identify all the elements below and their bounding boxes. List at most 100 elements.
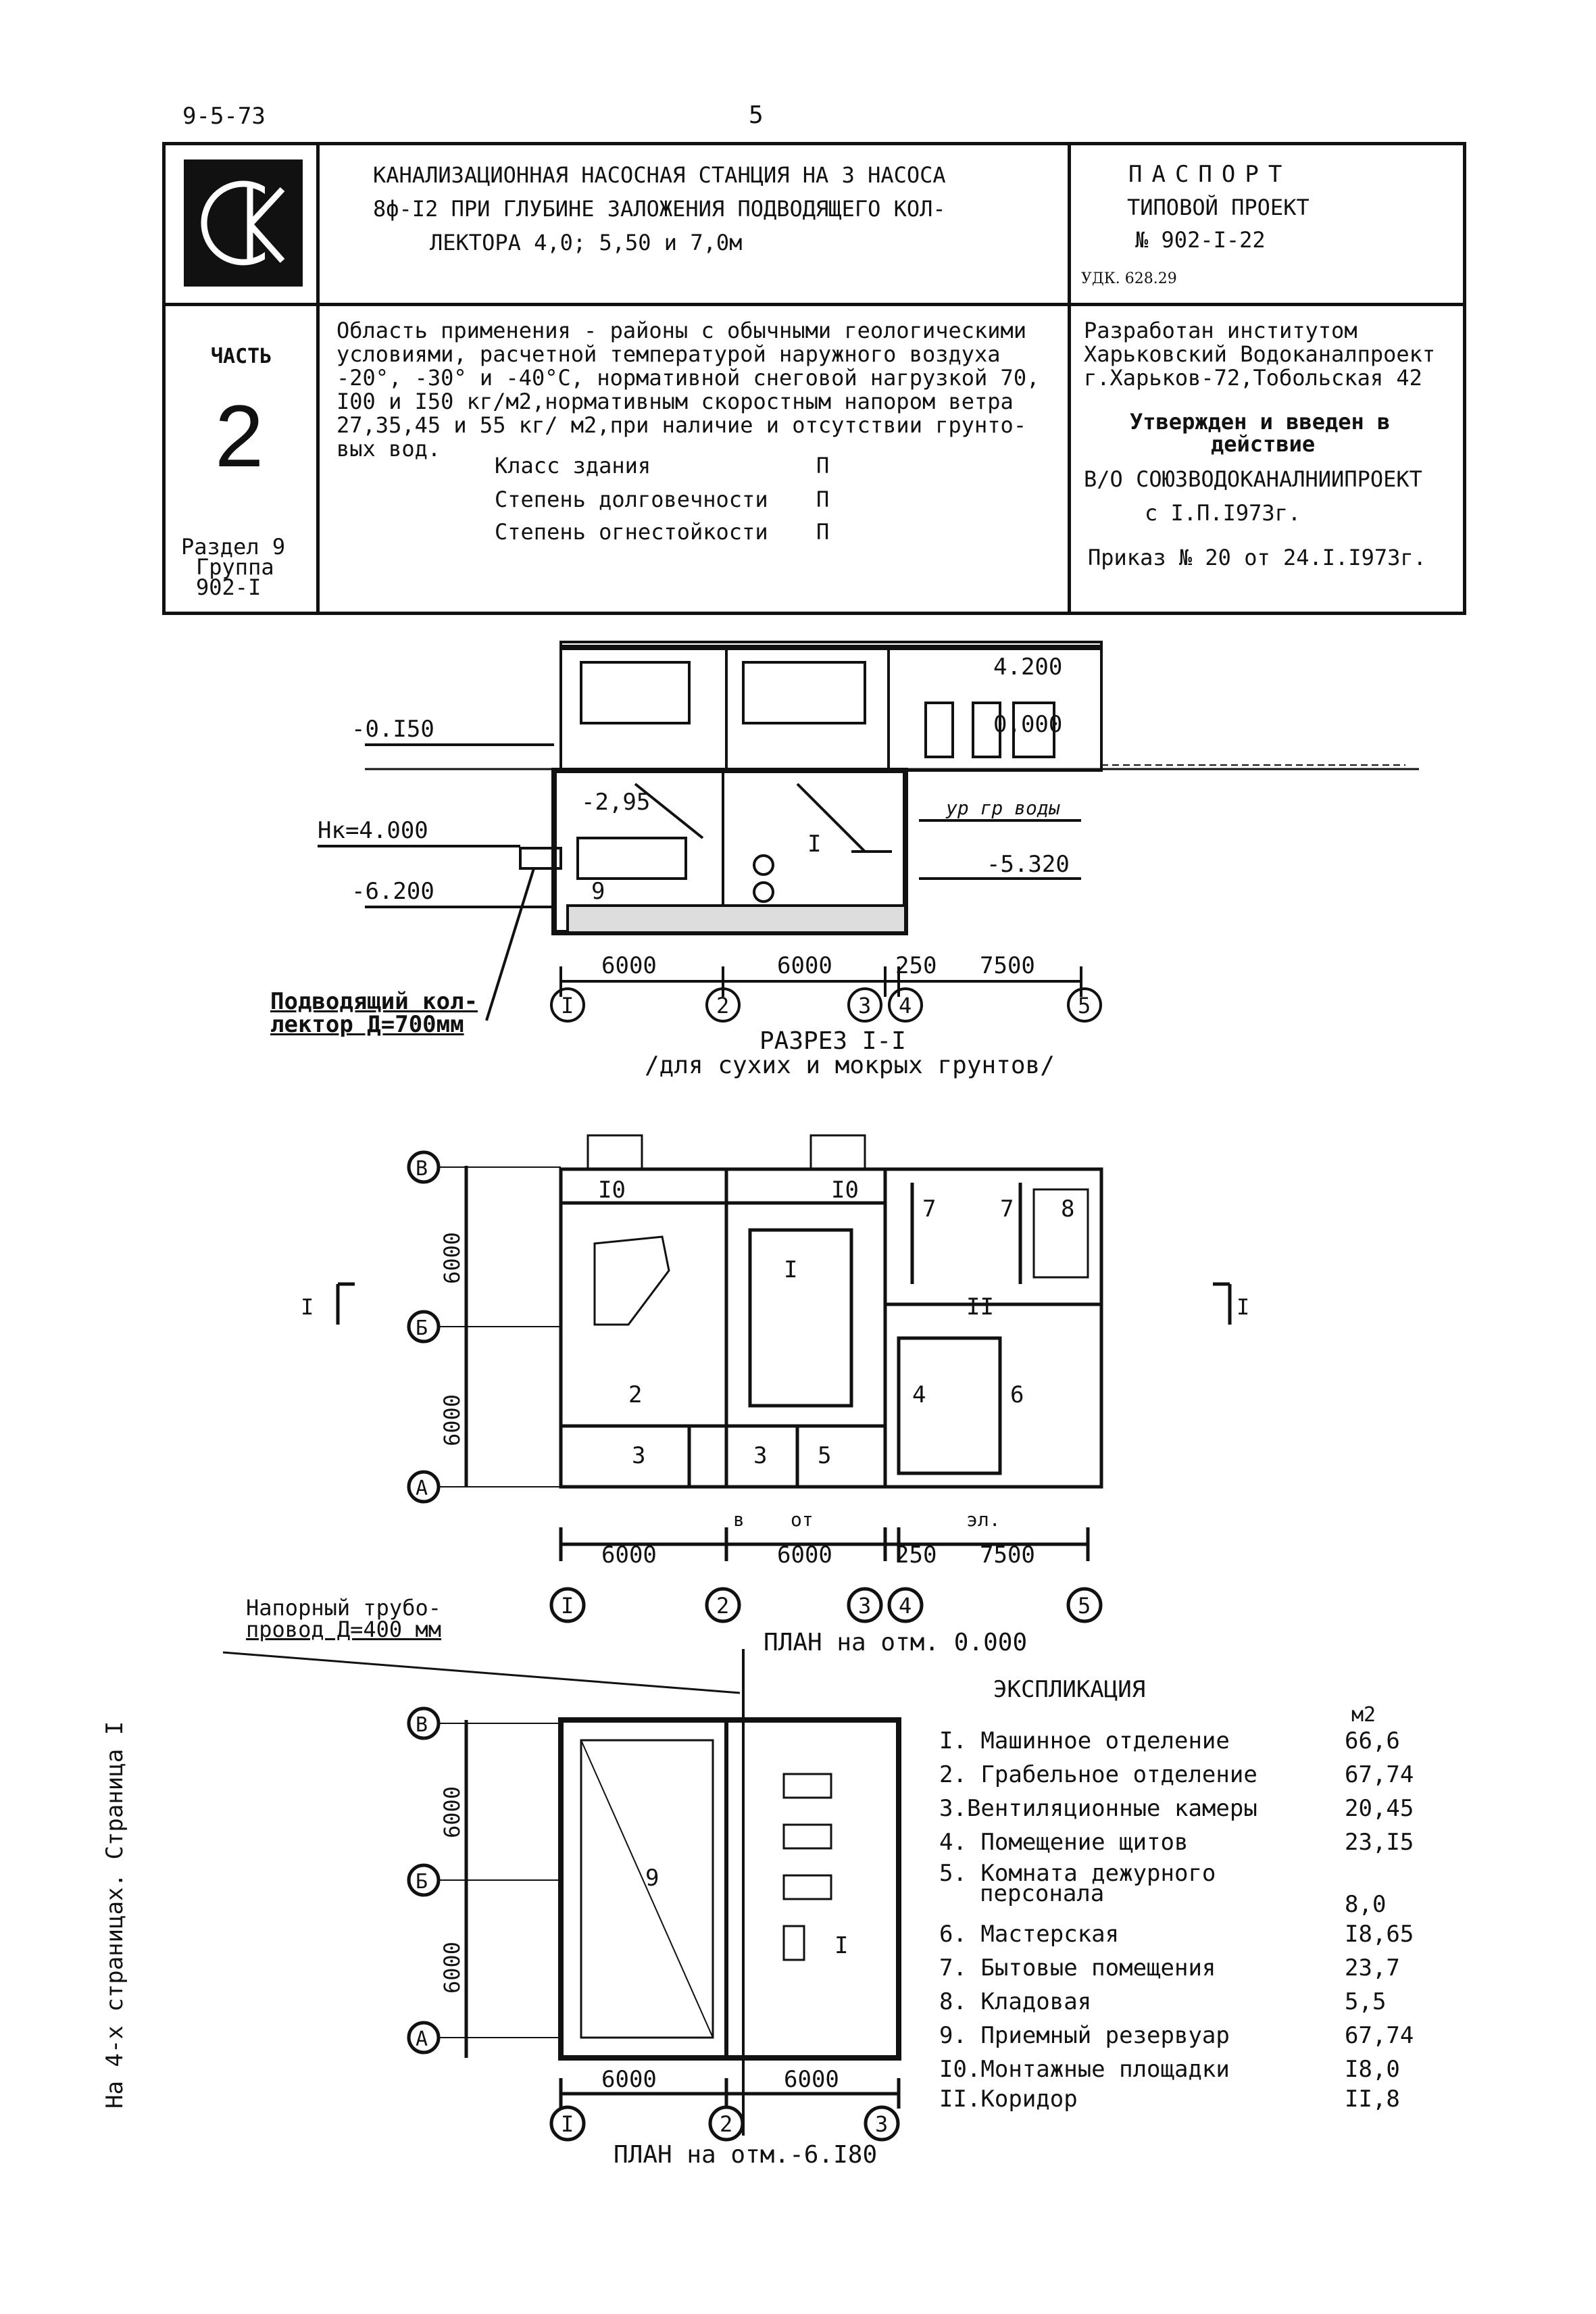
application-line-5: 27,35,45 и 55 кг/ м2,при наличие и отсут… xyxy=(336,412,1027,438)
project-number: № 902-I-22 xyxy=(1135,227,1266,253)
plan-dim-3: 250 xyxy=(895,1542,937,1569)
application-line-1: Область применения - районы с обычными г… xyxy=(336,318,1027,343)
lower-axis-row-v: В xyxy=(416,1713,428,1737)
room-4: 4 xyxy=(912,1381,926,1408)
application-line-2: условиями, расчетной температурой наружн… xyxy=(336,341,1001,367)
axis-row-v: В xyxy=(416,1157,428,1181)
section-axis-5: 5 xyxy=(1078,993,1091,1018)
level-4200: 4.200 xyxy=(993,654,1062,681)
section-subtitle: /для сухих и мокрых грунтов/ xyxy=(645,1052,1055,1079)
room-3-b: 3 xyxy=(753,1442,767,1469)
section-label: Раздел 9 xyxy=(181,534,286,560)
room-1: I xyxy=(784,1256,797,1283)
explication-title: ЭКСПЛИКАЦИЯ xyxy=(993,1676,1146,1703)
udk-code: УДК. 628.29 xyxy=(1081,270,1177,287)
approved-line-2: действие xyxy=(1211,431,1316,457)
axis-row-a: А xyxy=(416,1477,428,1500)
level-minus-0150: -0.I50 xyxy=(351,716,434,743)
plan-vdim-2: 6000 xyxy=(439,1394,465,1446)
room-8: 8 xyxy=(1061,1196,1074,1223)
explication-row: 5. Комната дежурного xyxy=(939,1860,1216,1887)
plan-axis-2: 2 xyxy=(716,1593,729,1619)
developer-line-3: г.Харьков-72,Тобольская 42 xyxy=(1084,365,1422,391)
approved-org: В/О СОЮЗВОДОКАНАЛНИИПРОЕКТ xyxy=(1084,466,1422,492)
entry-label-ot: от xyxy=(791,1508,814,1531)
plan-dim-1: 6000 xyxy=(601,1542,657,1569)
plan-axis-3: 3 xyxy=(858,1593,871,1619)
plan-dim-2: 6000 xyxy=(777,1542,832,1569)
section-dim-2: 6000 xyxy=(777,952,832,979)
lower-room-9: 9 xyxy=(645,1865,659,1892)
entry-label-el: эл. xyxy=(966,1508,1001,1531)
lower-axis-2: 2 xyxy=(720,2111,732,2137)
fire-label: Степень огнестойкости xyxy=(495,519,768,545)
plan-vdim-1: 6000 xyxy=(439,1232,465,1284)
approved-line-1: Утвержден и введен в xyxy=(1130,409,1391,435)
plan-dim-4: 7500 xyxy=(980,1542,1035,1569)
project-type: ТИПОВОЙ ПРОЕКТ xyxy=(1127,195,1310,220)
section-axis-2: 2 xyxy=(716,993,729,1018)
section-dim-4: 7500 xyxy=(980,952,1035,979)
lower-vdim-1: 6000 xyxy=(439,1786,465,1838)
section-axis-4: 4 xyxy=(899,993,912,1018)
room-7-a: 7 xyxy=(922,1196,936,1223)
title-line-1: КАНАЛИЗАЦИОННАЯ НАСОСНАЯ СТАНЦИЯ НА 3 НА… xyxy=(373,162,946,188)
logo xyxy=(184,159,303,287)
collector-note-line2: лектор Д=700мм xyxy=(270,1011,464,1038)
section-axis-3: 3 xyxy=(858,993,871,1018)
section-room-9: 9 xyxy=(591,878,605,905)
level-0000: 0.000 xyxy=(993,711,1062,738)
level-minus-6200: -6.200 xyxy=(351,878,434,905)
application-line-4: I00 и I50 кг/м2,нормативным скоростным н… xyxy=(336,389,1014,414)
group-number: 902-I xyxy=(196,574,261,600)
section-mark-left: I xyxy=(301,1294,314,1320)
level-minus-5320: -5.320 xyxy=(987,851,1070,878)
groundwater-label: ур гр воды xyxy=(945,797,1060,819)
plan-top-title: ПЛАН на отм. 0.000 xyxy=(764,1629,1028,1656)
collector-note-line1: Подводящий кол- xyxy=(270,988,478,1015)
room-5: 5 xyxy=(818,1442,831,1469)
room-11: II xyxy=(966,1294,994,1321)
section-axis-1: I xyxy=(561,993,574,1018)
group-label: Группа xyxy=(196,554,274,580)
level-hk-4000: Нк=4.000 xyxy=(318,817,428,844)
section-dim-3: 250 xyxy=(895,952,937,979)
class-value: П xyxy=(816,453,830,478)
plan-axis-4: 4 xyxy=(899,1593,912,1619)
durability-label: Степень долговечности xyxy=(495,487,768,512)
logo-mark-icon xyxy=(201,180,292,266)
page-count-note: На 4-х страницах. Страница I xyxy=(101,1721,128,2109)
application-line-6: вых вод. xyxy=(336,436,441,462)
lower-axis-row-a: А xyxy=(416,2027,428,2051)
room-7-b: 7 xyxy=(1000,1196,1014,1223)
pipe-note-line2: провод Д=400 мм xyxy=(246,1617,441,1642)
passport-title: ПАСПОРТ xyxy=(1128,161,1292,188)
lower-dim-2: 6000 xyxy=(784,2066,839,2093)
room-10-right: I0 xyxy=(831,1177,859,1204)
developer-line-1: Разработан институтом xyxy=(1084,318,1357,343)
lower-dim-1: 6000 xyxy=(601,2066,657,2093)
developer-line-2: Харьковский Водоканалпроект xyxy=(1084,341,1436,367)
room-6: 6 xyxy=(1010,1381,1024,1408)
room-10-left: I0 xyxy=(598,1177,626,1204)
section-title: РАЗРЕЗ I-I xyxy=(759,1027,906,1055)
pipe-note-line1: Напорный трубо- xyxy=(246,1595,441,1621)
lower-vdim-2: 6000 xyxy=(439,1942,465,1994)
plan-bottom-title: ПЛАН на отм.-6.I80 xyxy=(614,2141,878,2169)
axis-row-b: Б xyxy=(416,1316,428,1340)
explication-unit: м2 xyxy=(1351,1703,1376,1727)
title-line-3: ЛЕКТОРА 4,0; 5,50 и 7,0м xyxy=(430,230,743,255)
